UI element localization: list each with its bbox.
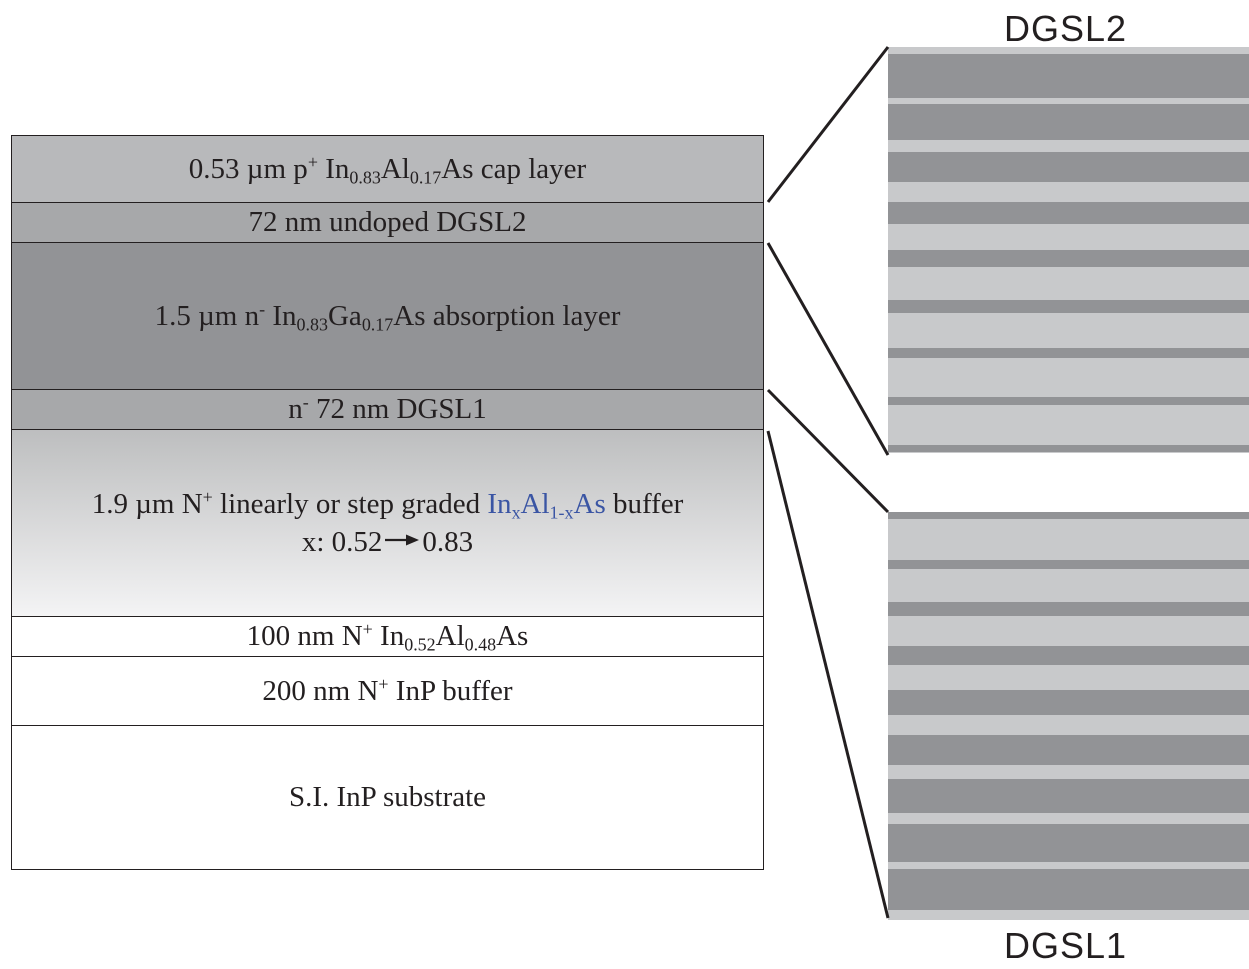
dgsl1-well-layer: [888, 646, 1249, 665]
dgsl1-well-layer: [888, 690, 1249, 715]
layer-text-part: 0.17: [409, 167, 442, 188]
layer-text-part: Al: [380, 152, 410, 185]
layer-text-part: S.I. InP substrate: [288, 780, 487, 813]
dgsl2-well-layer: [888, 250, 1249, 267]
dgsl1-well-layer: [888, 869, 1249, 910]
layer-text-part: 0.53 µm p: [188, 152, 308, 185]
composition-start: x: 0.52: [301, 525, 383, 558]
layer-text-part: +: [307, 151, 318, 172]
layer-cap: 0.53 µm p+ In0.83Al0.17As cap layer: [11, 135, 764, 204]
dgsl2-well-layer: [888, 300, 1249, 313]
layer-label: 1.5 µm n- In0.83Ga0.17As absorption laye…: [155, 298, 621, 336]
layer-text-part: 1.9 µm N: [91, 487, 203, 520]
layer-text-part: In: [317, 152, 350, 185]
layer-text-part: linearly or step graded: [212, 487, 488, 520]
layer-label: 0.53 µm p+ In0.83Al0.17As cap layer: [189, 151, 586, 189]
layer-inalas: 100 nm N+ In0.52Al0.48As: [11, 616, 764, 658]
right-arrow-icon: [385, 534, 420, 546]
layer-label: 1.9 µm N+ linearly or step graded InxAl1…: [92, 486, 684, 524]
dgsl2-well-layer: [888, 152, 1249, 182]
layer-text-part: As: [573, 487, 606, 520]
layer-text-part: 100 nm N: [246, 620, 363, 653]
layer-text-part: x: [511, 502, 521, 523]
dgsl1-well-layer: [888, 512, 1249, 519]
layer-text-part: n: [288, 393, 303, 426]
layer-label: n- 72 nm DGSL1: [288, 391, 487, 429]
dgsl2-well-layer: [888, 202, 1249, 224]
layer-text-part: In: [265, 299, 297, 332]
layer-text-part: As absorption layer: [393, 299, 621, 332]
dgsl2-well-layer: [888, 397, 1249, 405]
composition-range: x: 0.52 0.83: [302, 524, 473, 562]
dgsl2-top-connector: [766, 46, 890, 203]
dgsl2-well-layer: [888, 54, 1249, 98]
layer-text-part: +: [378, 673, 389, 694]
dgsl2-bottom-connector: [766, 242, 890, 456]
layer-text-part: InP buffer: [388, 674, 513, 707]
dgsl1-top-connector: [766, 388, 890, 514]
layer-text-part: -: [259, 298, 266, 319]
layer-label: 72 nm undoped DGSL2: [249, 204, 527, 242]
layer-graded-buffer: 1.9 µm N+ linearly or step graded InxAl1…: [11, 429, 764, 618]
layer-text-part: In: [372, 620, 405, 653]
layer-text-part: 0.48: [464, 634, 497, 655]
layer-text-part: 72 nm DGSL1: [308, 393, 487, 426]
layer-label: 100 nm N+ In0.52Al0.48As: [247, 618, 529, 656]
layer-text-part: 0.83: [349, 167, 381, 188]
dgsl2-title: DGSL2: [1004, 8, 1128, 49]
dgsl2-well-layer: [888, 348, 1249, 358]
layer-text-part: In: [487, 487, 512, 520]
dgsl2-well-layer: [888, 445, 1249, 452]
layer-label: S.I. InP substrate: [289, 779, 486, 817]
layer-text-part: As cap layer: [441, 152, 587, 185]
composition-end: 0.83: [422, 525, 474, 558]
layer-dgsl2: 72 nm undoped DGSL2: [11, 202, 764, 244]
layer-inp-buffer: 200 nm N+ InP buffer: [11, 656, 764, 727]
layer-text-part: Al: [435, 620, 465, 653]
layer-text-part: 0.52: [404, 634, 436, 655]
layer-absorption: 1.5 µm n- In0.83Ga0.17As absorption laye…: [11, 242, 764, 391]
layer-text-part: +: [202, 486, 213, 507]
dgsl1-title: DGSL1: [1004, 925, 1128, 966]
layer-text-part: Al: [520, 487, 550, 520]
dgsl1-well-layer: [888, 735, 1249, 765]
layer-text-part: 0.17: [361, 314, 394, 335]
layer-text-part: 72 nm undoped DGSL2: [248, 206, 527, 239]
layer-text-part: 200 nm N: [262, 674, 379, 707]
layer-text-part: 1-x: [549, 502, 574, 523]
dgsl2-well-layer: [888, 104, 1249, 140]
layer-text-part: 0.83: [296, 314, 328, 335]
layer-dgsl1: n- 72 nm DGSL1: [11, 389, 764, 431]
layer-label: 200 nm N+ InP buffer: [262, 673, 512, 711]
dgsl1-well-layer: [888, 779, 1249, 813]
dgsl1-well-layer: [888, 602, 1249, 616]
layer-text-part: 1.5 µm n: [154, 299, 260, 332]
layer-text-part: -: [302, 392, 309, 413]
dgsl1-bottom-connector: [766, 430, 890, 919]
layer-text-part: As: [496, 620, 529, 653]
layer-text-part: buffer: [605, 487, 684, 520]
dgsl1-well-layer: [888, 824, 1249, 862]
layer-text-part: +: [362, 619, 373, 640]
layer-substrate: S.I. InP substrate: [11, 725, 764, 870]
layer-text-part: Ga: [327, 299, 362, 332]
dgsl1-well-layer: [888, 560, 1249, 569]
